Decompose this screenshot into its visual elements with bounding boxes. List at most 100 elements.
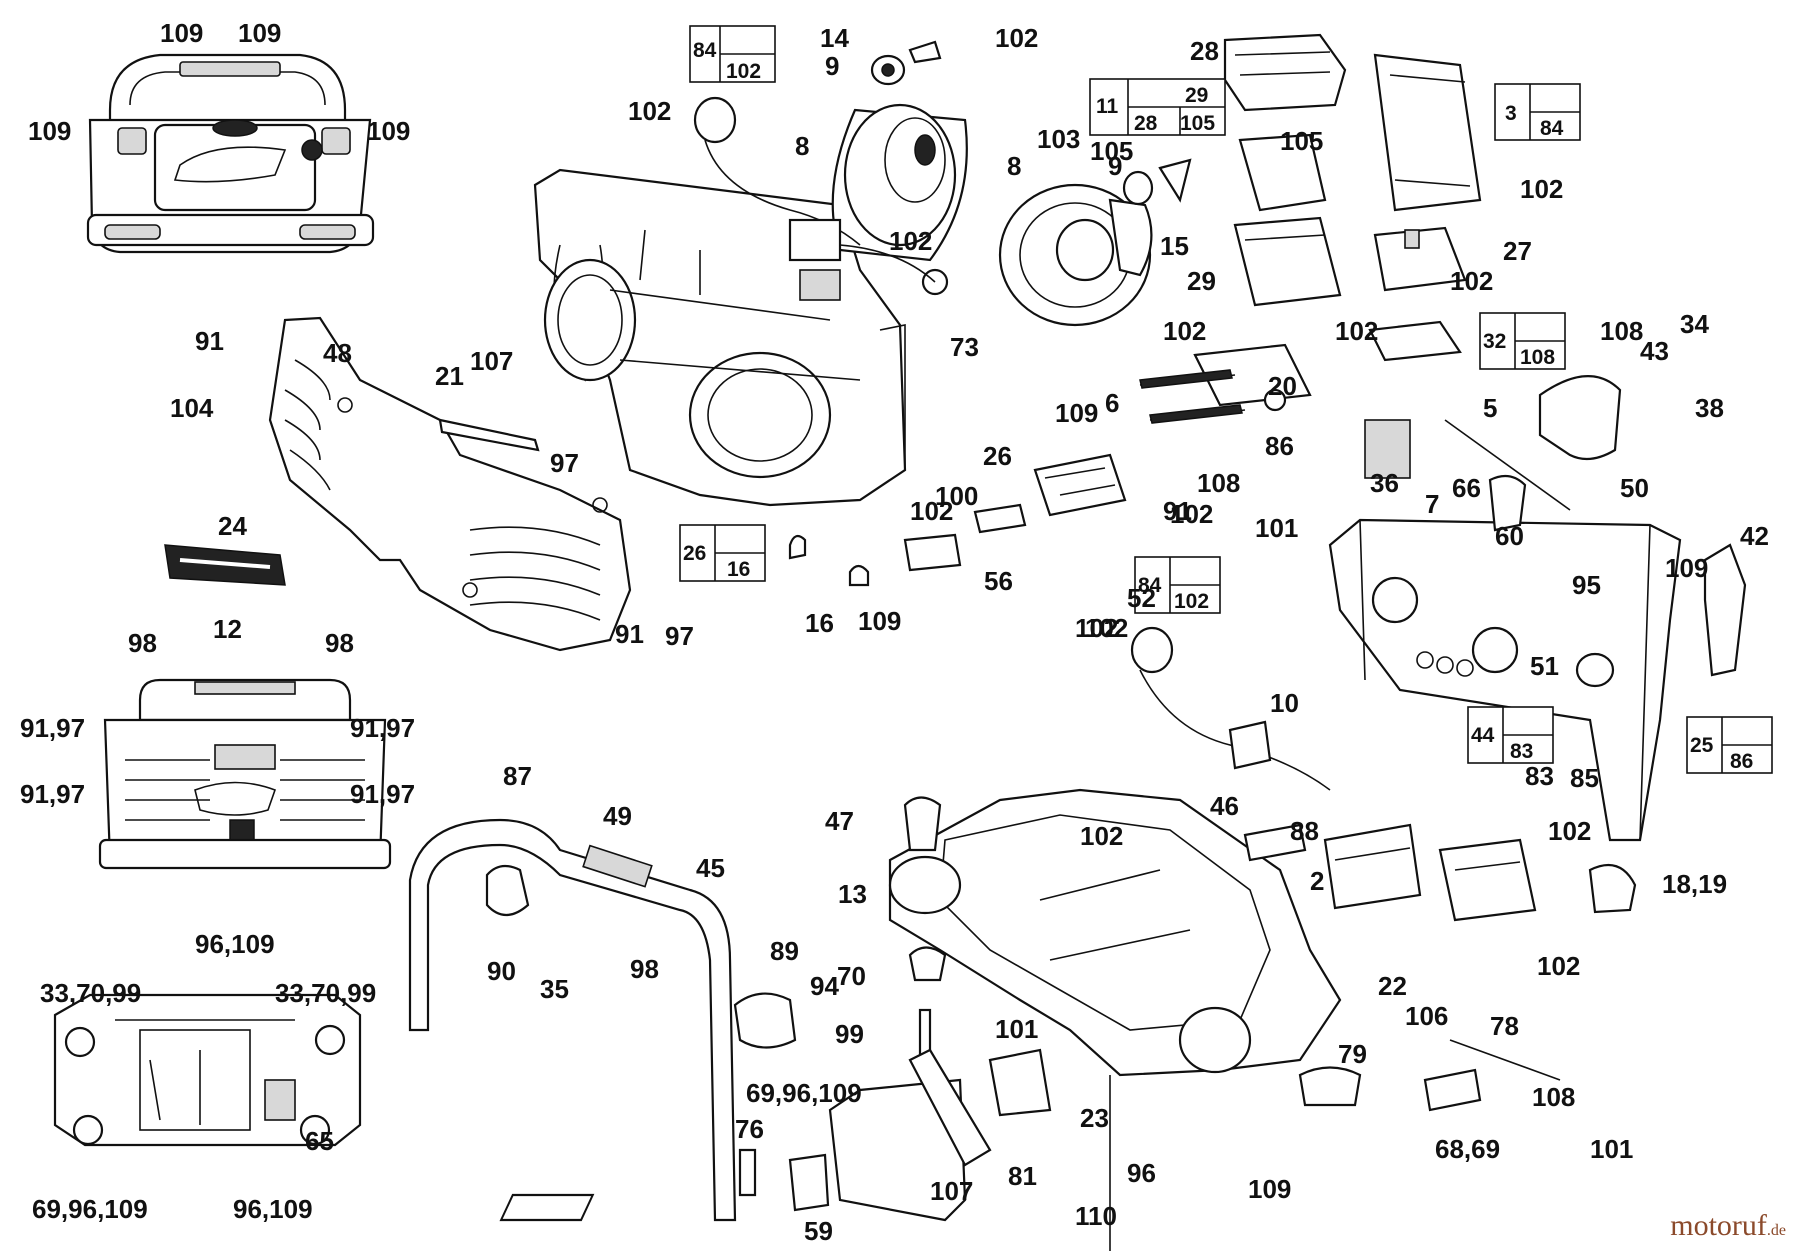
- part-callout: 36: [1370, 468, 1399, 498]
- part-callout: 88: [1290, 816, 1319, 846]
- ref-box-ref: 84: [1540, 117, 1564, 140]
- part-callout: 102: [628, 96, 671, 126]
- part-callout: 109: [367, 116, 410, 146]
- part-callout: 60: [1495, 521, 1524, 551]
- part-callout: 23: [1080, 1103, 1109, 1133]
- part-callout: 5: [1483, 393, 1497, 423]
- ref-box-ref-bottom2: 105: [1180, 112, 1215, 135]
- ref-box-main: 84: [693, 39, 717, 62]
- part-callout: 108: [1197, 468, 1240, 498]
- ref-box-ref: 16: [727, 558, 750, 581]
- bottom-covers: [499, 1048, 1052, 1222]
- speaker-8-right: [998, 183, 1153, 327]
- part-callout: 52: [1127, 583, 1156, 613]
- rear-view-radio: [98, 678, 392, 870]
- part-callout: 34: [1680, 309, 1709, 339]
- part-callout: 102: [1170, 499, 1213, 529]
- part-callout: 87: [503, 761, 532, 791]
- part-callout: 91: [1163, 496, 1192, 526]
- switch-rails: [1033, 343, 1312, 517]
- part-callout: 91,97: [350, 779, 415, 809]
- part-callout: 73: [950, 332, 979, 362]
- part-callout: 29: [1187, 266, 1216, 296]
- board-2: [1323, 823, 1422, 910]
- part-callout: 38: [1695, 393, 1724, 423]
- part-callout: 16: [805, 608, 834, 638]
- part-callout: 65: [305, 1126, 334, 1156]
- part-callout: 85: [1570, 763, 1599, 793]
- part-callout: 107: [930, 1176, 973, 1206]
- ref-box-11: 11 29 28 105: [1089, 78, 1226, 136]
- part-callout: 104: [170, 393, 214, 423]
- bracket-18: [1588, 863, 1637, 914]
- part-callout: 68,69: [1435, 1134, 1500, 1164]
- ref-box-main: 11: [1096, 95, 1119, 118]
- handles-knobs: [1364, 375, 1747, 677]
- part-callout: 105: [1090, 136, 1133, 166]
- part-callout: 27: [1503, 236, 1532, 266]
- electronics-right: [1223, 33, 1482, 362]
- ref-box-44-83: 44 83: [1467, 706, 1554, 764]
- part-callout: 91,97: [20, 713, 85, 743]
- part-callout: 109: [160, 18, 203, 48]
- small-parts-center: [788, 503, 1027, 587]
- front-panel: [1328, 518, 1682, 842]
- part-callout: 10: [1270, 688, 1299, 718]
- part-callout: 102: [1085, 613, 1128, 643]
- part-callout: 102: [1335, 316, 1378, 346]
- part-callout: 97: [665, 621, 694, 651]
- part-callout: 8: [1007, 151, 1021, 181]
- part-callout: 102: [1163, 316, 1206, 346]
- switch-cable-lower: [1130, 626, 1331, 791]
- part-callout: 21: [435, 361, 464, 391]
- part-callout: 15: [1160, 231, 1189, 261]
- part-callout: 105: [1280, 126, 1323, 156]
- part-callout: 79: [1338, 1039, 1367, 1069]
- part-callout: 22: [1378, 971, 1407, 1001]
- ref-box-main: 84: [1138, 574, 1162, 597]
- part-callout: 42: [1740, 521, 1769, 551]
- part-callout: 83: [1525, 761, 1554, 791]
- part-callout: 109: [28, 116, 71, 146]
- speaker-8-left: [831, 103, 968, 262]
- part-callout: 109: [238, 18, 281, 48]
- part-callout: 102: [1075, 613, 1118, 643]
- part-callout: 106: [1405, 1001, 1448, 1031]
- ref-box-84-102-b: 84 102: [1134, 556, 1221, 614]
- side-cover-48: [268, 316, 632, 652]
- part-callout: 110: [1075, 1201, 1117, 1231]
- part-callout: 100: [935, 481, 978, 511]
- part-callout: 9: [1108, 151, 1122, 181]
- ref-box-ref: 83: [1510, 740, 1533, 763]
- part-callout: 66: [1452, 473, 1481, 503]
- part-callout: 91,97: [350, 713, 415, 743]
- part-callout: 95: [1572, 570, 1601, 600]
- part-callout: 24: [218, 511, 247, 541]
- part-callout: 96,109: [233, 1194, 313, 1224]
- part-callout: 102: [1080, 821, 1123, 851]
- battery-45: [1243, 823, 1307, 862]
- part-callout: 56: [984, 566, 1013, 596]
- ref-box-main: 32: [1483, 330, 1506, 353]
- ref-box-main: 26: [683, 542, 706, 565]
- part-callout: 101: [1255, 513, 1298, 543]
- ref-box-ref: 102: [726, 60, 761, 83]
- part-callout: 46: [1210, 791, 1239, 821]
- part-callout: 49: [603, 801, 632, 831]
- part-callout: 109: [1665, 553, 1708, 583]
- part-callout: 59: [804, 1216, 833, 1246]
- part-callout: 101: [995, 1014, 1038, 1044]
- part-callout: 102: [1450, 266, 1493, 296]
- grip-90-89: [485, 864, 797, 1049]
- base-tray: [888, 788, 1342, 1251]
- part-callout: 33,70,99: [275, 978, 376, 1008]
- part-callout: 98: [325, 628, 354, 658]
- bracket-21: [438, 418, 540, 452]
- part-callout: 20: [1268, 371, 1297, 401]
- part-callout: 48: [323, 338, 352, 368]
- ref-box-ref-bottom: 28: [1134, 112, 1158, 135]
- ref-box-ref: 102: [1174, 590, 1209, 613]
- ref-box-32-108: 32 108: [1479, 312, 1566, 370]
- part-callout: 101: [1590, 1134, 1633, 1164]
